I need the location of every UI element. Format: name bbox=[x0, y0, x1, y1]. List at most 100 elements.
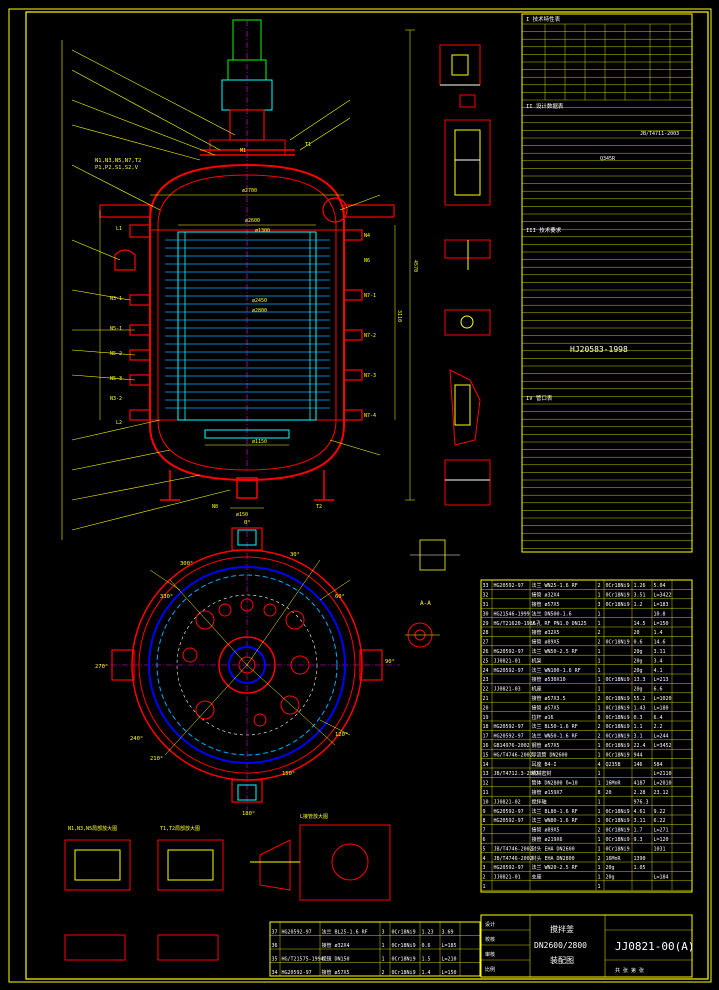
angle-label: 150° bbox=[282, 771, 295, 777]
table-cell: HG20592-97 bbox=[494, 668, 524, 674]
table-cell: JB/T4746-2002 bbox=[494, 856, 533, 862]
table-cell: 22.4 bbox=[634, 743, 646, 749]
tech-section-title: IV 管口表 bbox=[526, 394, 553, 402]
nozzle-label: N5-1 bbox=[110, 326, 122, 332]
table-cell: HG20592-97 bbox=[282, 970, 312, 976]
table-cell: GB14976-2002 bbox=[494, 743, 530, 749]
table-cell: HG20592-97 bbox=[494, 734, 524, 740]
table-cell: 1 bbox=[598, 875, 601, 881]
local-views: N1,N3,N5局部放大图 T1,T2局部放大图 L接管放大图 bbox=[64, 813, 391, 961]
nozzle-group-label: N1,N3,N5,N7,T2 bbox=[95, 158, 141, 164]
table-cell: 拉杆 ø16 bbox=[532, 714, 554, 721]
table-cell: 13.3 bbox=[634, 677, 646, 683]
table-cell: L=2110 bbox=[654, 771, 672, 777]
table-cell: 法兰 WN25-1.6 RF bbox=[532, 582, 578, 589]
table-cell: 23.12 bbox=[654, 790, 669, 796]
table-cell: 3 bbox=[382, 929, 385, 935]
standard-ref: JB/T4711-2003 bbox=[640, 131, 679, 137]
left-nozzle-labels: L1 N3-1 N5-1 N5-2 N5-3 N3-2 L2 bbox=[110, 226, 122, 426]
table-cell: L=185 bbox=[442, 943, 457, 949]
bottom-nozzle-labels: N8 T2 bbox=[212, 504, 322, 510]
table-cell: 0Cr18Ni9 bbox=[606, 846, 630, 852]
table-cell: 14.6 bbox=[654, 640, 666, 646]
tb-approver: 审核 bbox=[485, 951, 495, 958]
table-cell: L=3452 bbox=[654, 743, 672, 749]
table-cell: 1 bbox=[598, 621, 601, 627]
section-label: A-A bbox=[420, 600, 431, 607]
nozzle-label: N3-1 bbox=[110, 296, 122, 302]
table-cell: 6.4 bbox=[654, 715, 663, 721]
table-cell: 接管 ø57X5 bbox=[532, 704, 560, 711]
table-cell: HG20592-97 bbox=[494, 649, 524, 655]
table-cell: 15 bbox=[483, 752, 489, 758]
angle-label: 330° bbox=[160, 594, 173, 600]
table-cell: 27 bbox=[483, 640, 489, 646]
title-block: 设计 校核 审核 比例 搅拌釜 DN2600/2800 装配图 JJ0821-0… bbox=[480, 914, 694, 978]
table-cell: 法兰 BL25-1.6 RF bbox=[322, 928, 368, 935]
table-cell: 8 bbox=[483, 818, 486, 824]
table-cell: 20g bbox=[634, 658, 643, 664]
top-view: 0° 30° 60° 90° 120° 150° 180° 210° 240° … bbox=[95, 520, 431, 817]
table-cell: 25 bbox=[483, 658, 489, 664]
table-cell: 3.51 bbox=[634, 593, 646, 599]
table-cell: 20g bbox=[606, 875, 615, 881]
table-cell: 4 bbox=[598, 762, 601, 768]
table-cell: 18 bbox=[483, 724, 489, 730]
nozzle-label: N8 bbox=[212, 504, 218, 510]
table-cell: JB/T4746-2002 bbox=[494, 846, 533, 852]
table-cell: JJ0821-01 bbox=[494, 658, 521, 664]
table-cell: 法兰 BL80-1.6 RF bbox=[532, 808, 578, 815]
table-cell: 1.7 bbox=[634, 828, 643, 834]
table-cell: 1 bbox=[598, 809, 601, 815]
local-view-title: N1,N3,N5局部放大图 bbox=[68, 825, 117, 832]
table-cell: 封头 EHA DN2600 bbox=[532, 845, 575, 852]
table-cell: 0Cr18Ni9 bbox=[606, 640, 630, 646]
table-cell: 9.22 bbox=[654, 809, 666, 815]
table-cell: 2 bbox=[598, 828, 601, 834]
right-nozzle-labels: N4 N6 N7-1 N7-2 N7-3 N7-4 bbox=[364, 233, 376, 419]
nozzle-label: N5-2 bbox=[110, 351, 122, 357]
table-cell: 法兰 WN80-1.6 RF bbox=[532, 817, 578, 824]
nozzle-label: N4 bbox=[364, 233, 370, 239]
nozzle-label: N7-2 bbox=[364, 333, 376, 339]
table-cell: 0Cr18Ni9 bbox=[606, 705, 630, 711]
table-cell: 机械密封 bbox=[532, 770, 552, 777]
table-cell: 人孔 RF PN1.0 DN125 bbox=[532, 620, 587, 627]
table-cell: 146 bbox=[634, 762, 643, 768]
table-cell: L=150 bbox=[654, 621, 669, 627]
table-cell: 4 bbox=[483, 856, 486, 862]
table-cell: 1 bbox=[598, 818, 601, 824]
nozzle-label: T2 bbox=[316, 504, 322, 510]
table-cell: 20g bbox=[634, 687, 643, 693]
table-cell: 14.5 bbox=[634, 621, 646, 627]
table-cell: 接管 ø32X4 bbox=[532, 592, 560, 599]
table-cell: 34 bbox=[272, 970, 278, 976]
table-cell: 0Cr18Ni9 bbox=[606, 724, 630, 730]
table-cell: 0Cr18Ni9 bbox=[606, 677, 630, 683]
table-cell: 3.11 bbox=[654, 649, 666, 655]
table-cell: L=2010 bbox=[654, 781, 672, 787]
table-cell: 0Cr18Ni9 bbox=[606, 752, 630, 758]
table-cell: 0Cr18Ni9 bbox=[606, 818, 630, 824]
table-cell: 0Cr18Ni9 bbox=[392, 943, 416, 949]
table-cell: 1390 bbox=[634, 856, 646, 862]
table-cell: 3.69 bbox=[442, 929, 454, 935]
table-cell: 接管 ø57X3.5 bbox=[532, 695, 566, 702]
dim-coil: ø1300 bbox=[255, 228, 270, 234]
table-cell: 26 bbox=[483, 649, 489, 655]
tech-section-title: II 设计数据表 bbox=[526, 102, 564, 110]
table-cell: 1 bbox=[598, 593, 601, 599]
table-cell: 24 bbox=[483, 668, 489, 674]
table-cell: 0Cr18Ni9 bbox=[606, 583, 630, 589]
drawing-subtitle: 装配图 bbox=[550, 955, 574, 965]
table-cell: 11 bbox=[483, 790, 489, 796]
table-cell: 0.3 bbox=[634, 715, 643, 721]
local-view-title: L接管放大图 bbox=[300, 813, 328, 820]
table-cell: 1 bbox=[598, 781, 601, 787]
dim-total-height: 4570 bbox=[412, 260, 418, 272]
table-cell: 4.1 bbox=[654, 668, 663, 674]
table-cell: 32 bbox=[483, 593, 489, 599]
table-cell: 1 bbox=[598, 799, 601, 805]
table-cell: 55.2 bbox=[634, 696, 646, 702]
